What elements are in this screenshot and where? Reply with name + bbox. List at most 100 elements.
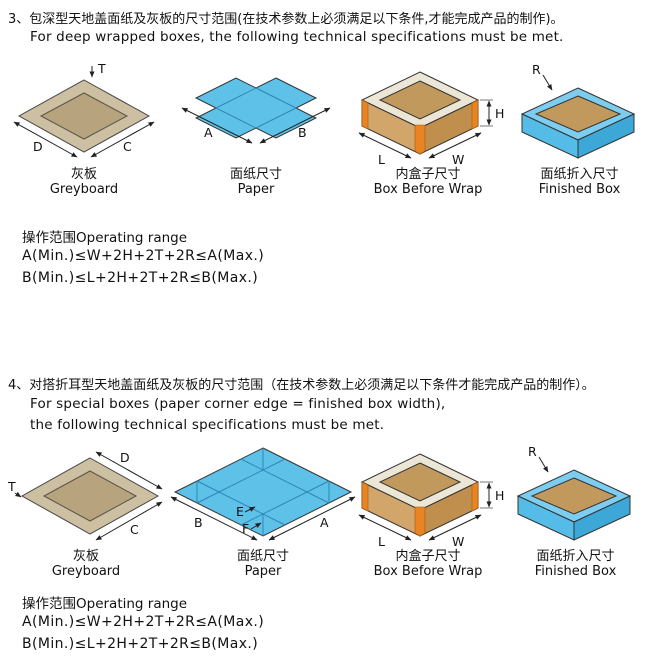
corner-tab-left <box>361 481 369 512</box>
dim-b: B <box>170 496 258 541</box>
finished-box-inside <box>534 95 622 133</box>
caption-zh: 面纸尺寸 <box>236 549 289 564</box>
dim-label-l: L <box>378 534 385 548</box>
section3-title-zh: 3、包深型天地盖面纸及灰板的尺寸范围(在技术参数上必须满足以下条件,才能完成产品… <box>8 12 564 27</box>
dim-label-t: T <box>7 479 16 494</box>
dim-label-r: R <box>528 444 537 459</box>
dim-label-c: C <box>123 139 132 154</box>
caption-finished-box-s3: 面纸折入尺寸 Finished Box <box>512 167 647 197</box>
paper-diamond-diagram: B A E F <box>170 447 356 541</box>
dim-label-t: T <box>97 61 106 76</box>
figure-paper-s3: A B 面纸尺寸 Paper <box>166 58 346 197</box>
caption-en: Paper <box>237 181 275 197</box>
caption-zh: 面纸尺寸 <box>229 167 282 182</box>
dim-a: A <box>268 496 356 541</box>
section3-formula-b: B(Min.)≤L+2H+2T+2R≤B(Max.) <box>22 270 259 286</box>
section3-operating-range: 操作范围Operating range <box>22 230 188 246</box>
finished-box-right-wall <box>573 495 631 541</box>
caption-zh: 面纸折入尺寸 <box>536 549 615 564</box>
dim-r: R <box>532 62 553 91</box>
section4-formula-b: B(Min.)≤L+2H+2T+2R≤B(Max.) <box>22 636 259 652</box>
caption-greyboard-s3: 灰板 Greyboard <box>4 167 164 197</box>
caption-greyboard-s4: 灰板 Greyboard <box>4 549 168 579</box>
dim-w: W <box>428 514 482 548</box>
caption-en: Paper <box>244 563 282 579</box>
caption-zh: 灰板 <box>72 549 99 564</box>
dim-b: B <box>259 107 331 144</box>
caption-en: Box Before Wrap <box>373 563 483 579</box>
corner-tab-front <box>414 506 426 537</box>
paper-cross-diagram: A B <box>181 77 331 144</box>
dim-label-c: C <box>130 522 139 537</box>
greyboard-diagram: T D C <box>13 61 155 158</box>
dim-e: E <box>236 504 256 519</box>
section3-formula-a: A(Min.)≤W+2H+2T+2R≤A(Max.) <box>22 248 265 264</box>
caption-paper-s3: 面纸尺寸 Paper <box>166 167 346 197</box>
figure-finished-box-s4: R 面纸折入尺寸 Finished Box <box>508 440 643 579</box>
section4-operating-range: 操作范围Operating range <box>22 596 188 612</box>
dim-label-a: A <box>204 125 213 140</box>
finished-box-diagram: R <box>516 444 632 541</box>
dim-label-d: D <box>33 139 43 154</box>
figure-greyboard-s3: T D C 灰板 Greyboard <box>4 58 164 197</box>
caption-finished-box-s4: 面纸折入尺寸 Finished Box <box>508 549 643 579</box>
dim-f: F <box>242 521 262 536</box>
dim-label-w: W <box>452 534 464 548</box>
paper-fold-panel <box>214 87 298 129</box>
section3-title-en: For deep wrapped boxes, the following te… <box>30 29 564 45</box>
section4-formula-a: A(Min.)≤W+2H+2T+2R≤A(Max.) <box>22 614 265 630</box>
corner-tab-right <box>471 99 479 130</box>
box-before-wrap-diagram: H L W <box>358 453 504 548</box>
figure-greyboard-s4: T D C 灰板 Greyboard <box>4 440 168 579</box>
finished-box-diagram: R <box>520 62 636 159</box>
section4-title-zh: 4、对搭折耳型天地盖面纸及灰板的尺寸范围（在技术参数上必须满足以下条件才能完成产… <box>8 378 595 393</box>
dim-h: H <box>480 481 504 509</box>
dim-label-l: L <box>378 152 385 166</box>
figure-finished-box-s3: R 面纸折入尺寸 Finished Box <box>512 58 647 197</box>
dim-label-b: B <box>298 125 307 140</box>
dim-label-h: H <box>495 488 504 503</box>
finished-box-right-wall <box>577 113 635 159</box>
caption-paper-s4: 面纸尺寸 Paper <box>168 549 358 579</box>
dim-label-r: R <box>532 62 541 77</box>
caption-zh: 灰板 <box>70 167 97 182</box>
dim-a: A <box>181 107 253 144</box>
finished-box-inside <box>530 477 618 515</box>
dim-l: L <box>358 514 412 548</box>
dim-label-w: W <box>452 152 464 166</box>
dim-l: L <box>358 132 412 166</box>
dim-t: T <box>89 61 106 78</box>
dim-h: H <box>480 99 504 127</box>
caption-en: Greyboard <box>51 563 121 579</box>
dim-w: W <box>428 132 482 166</box>
box-opening <box>378 80 462 120</box>
figure-paper-s4: B A E F 面纸尺寸 Paper <box>168 440 358 579</box>
caption-box-before-wrap-s4: 内盒子尺寸 Box Before Wrap <box>348 549 508 579</box>
figure-box-before-wrap-s4: H L W 内盒子尺寸 Box Before Wrap <box>348 440 508 579</box>
corner-tab-right <box>471 481 479 512</box>
dim-label-d: D <box>120 450 130 465</box>
caption-zh: 面纸折入尺寸 <box>540 167 619 182</box>
dim-t: T <box>7 479 22 498</box>
caption-zh: 内盒子尺寸 <box>395 167 461 182</box>
caption-box-before-wrap-s3: 内盒子尺寸 Box Before Wrap <box>348 167 508 197</box>
figure-box-before-wrap-s3: H L W 内盒子尺寸 Box Before Wrap <box>348 58 508 197</box>
dim-d: D <box>13 121 78 158</box>
section4-title-en-line1: For special boxes (paper corner edge = f… <box>30 396 446 412</box>
corner-tab-left <box>361 99 369 130</box>
caption-en: Box Before Wrap <box>373 181 483 197</box>
caption-en: Finished Box <box>534 563 617 579</box>
dim-r: R <box>528 444 549 473</box>
corner-tab-front <box>414 124 426 155</box>
dim-label-e: E <box>236 504 244 519</box>
dim-c: C <box>95 501 163 541</box>
dim-c: C <box>90 121 155 158</box>
box-opening <box>378 462 462 502</box>
caption-en: Greyboard <box>49 181 119 197</box>
caption-zh: 内盒子尺寸 <box>395 549 461 564</box>
caption-en: Finished Box <box>538 181 621 197</box>
box-before-wrap-diagram: H L W <box>358 71 504 166</box>
dim-label-f: F <box>242 521 249 536</box>
dim-label-b: B <box>194 515 203 530</box>
